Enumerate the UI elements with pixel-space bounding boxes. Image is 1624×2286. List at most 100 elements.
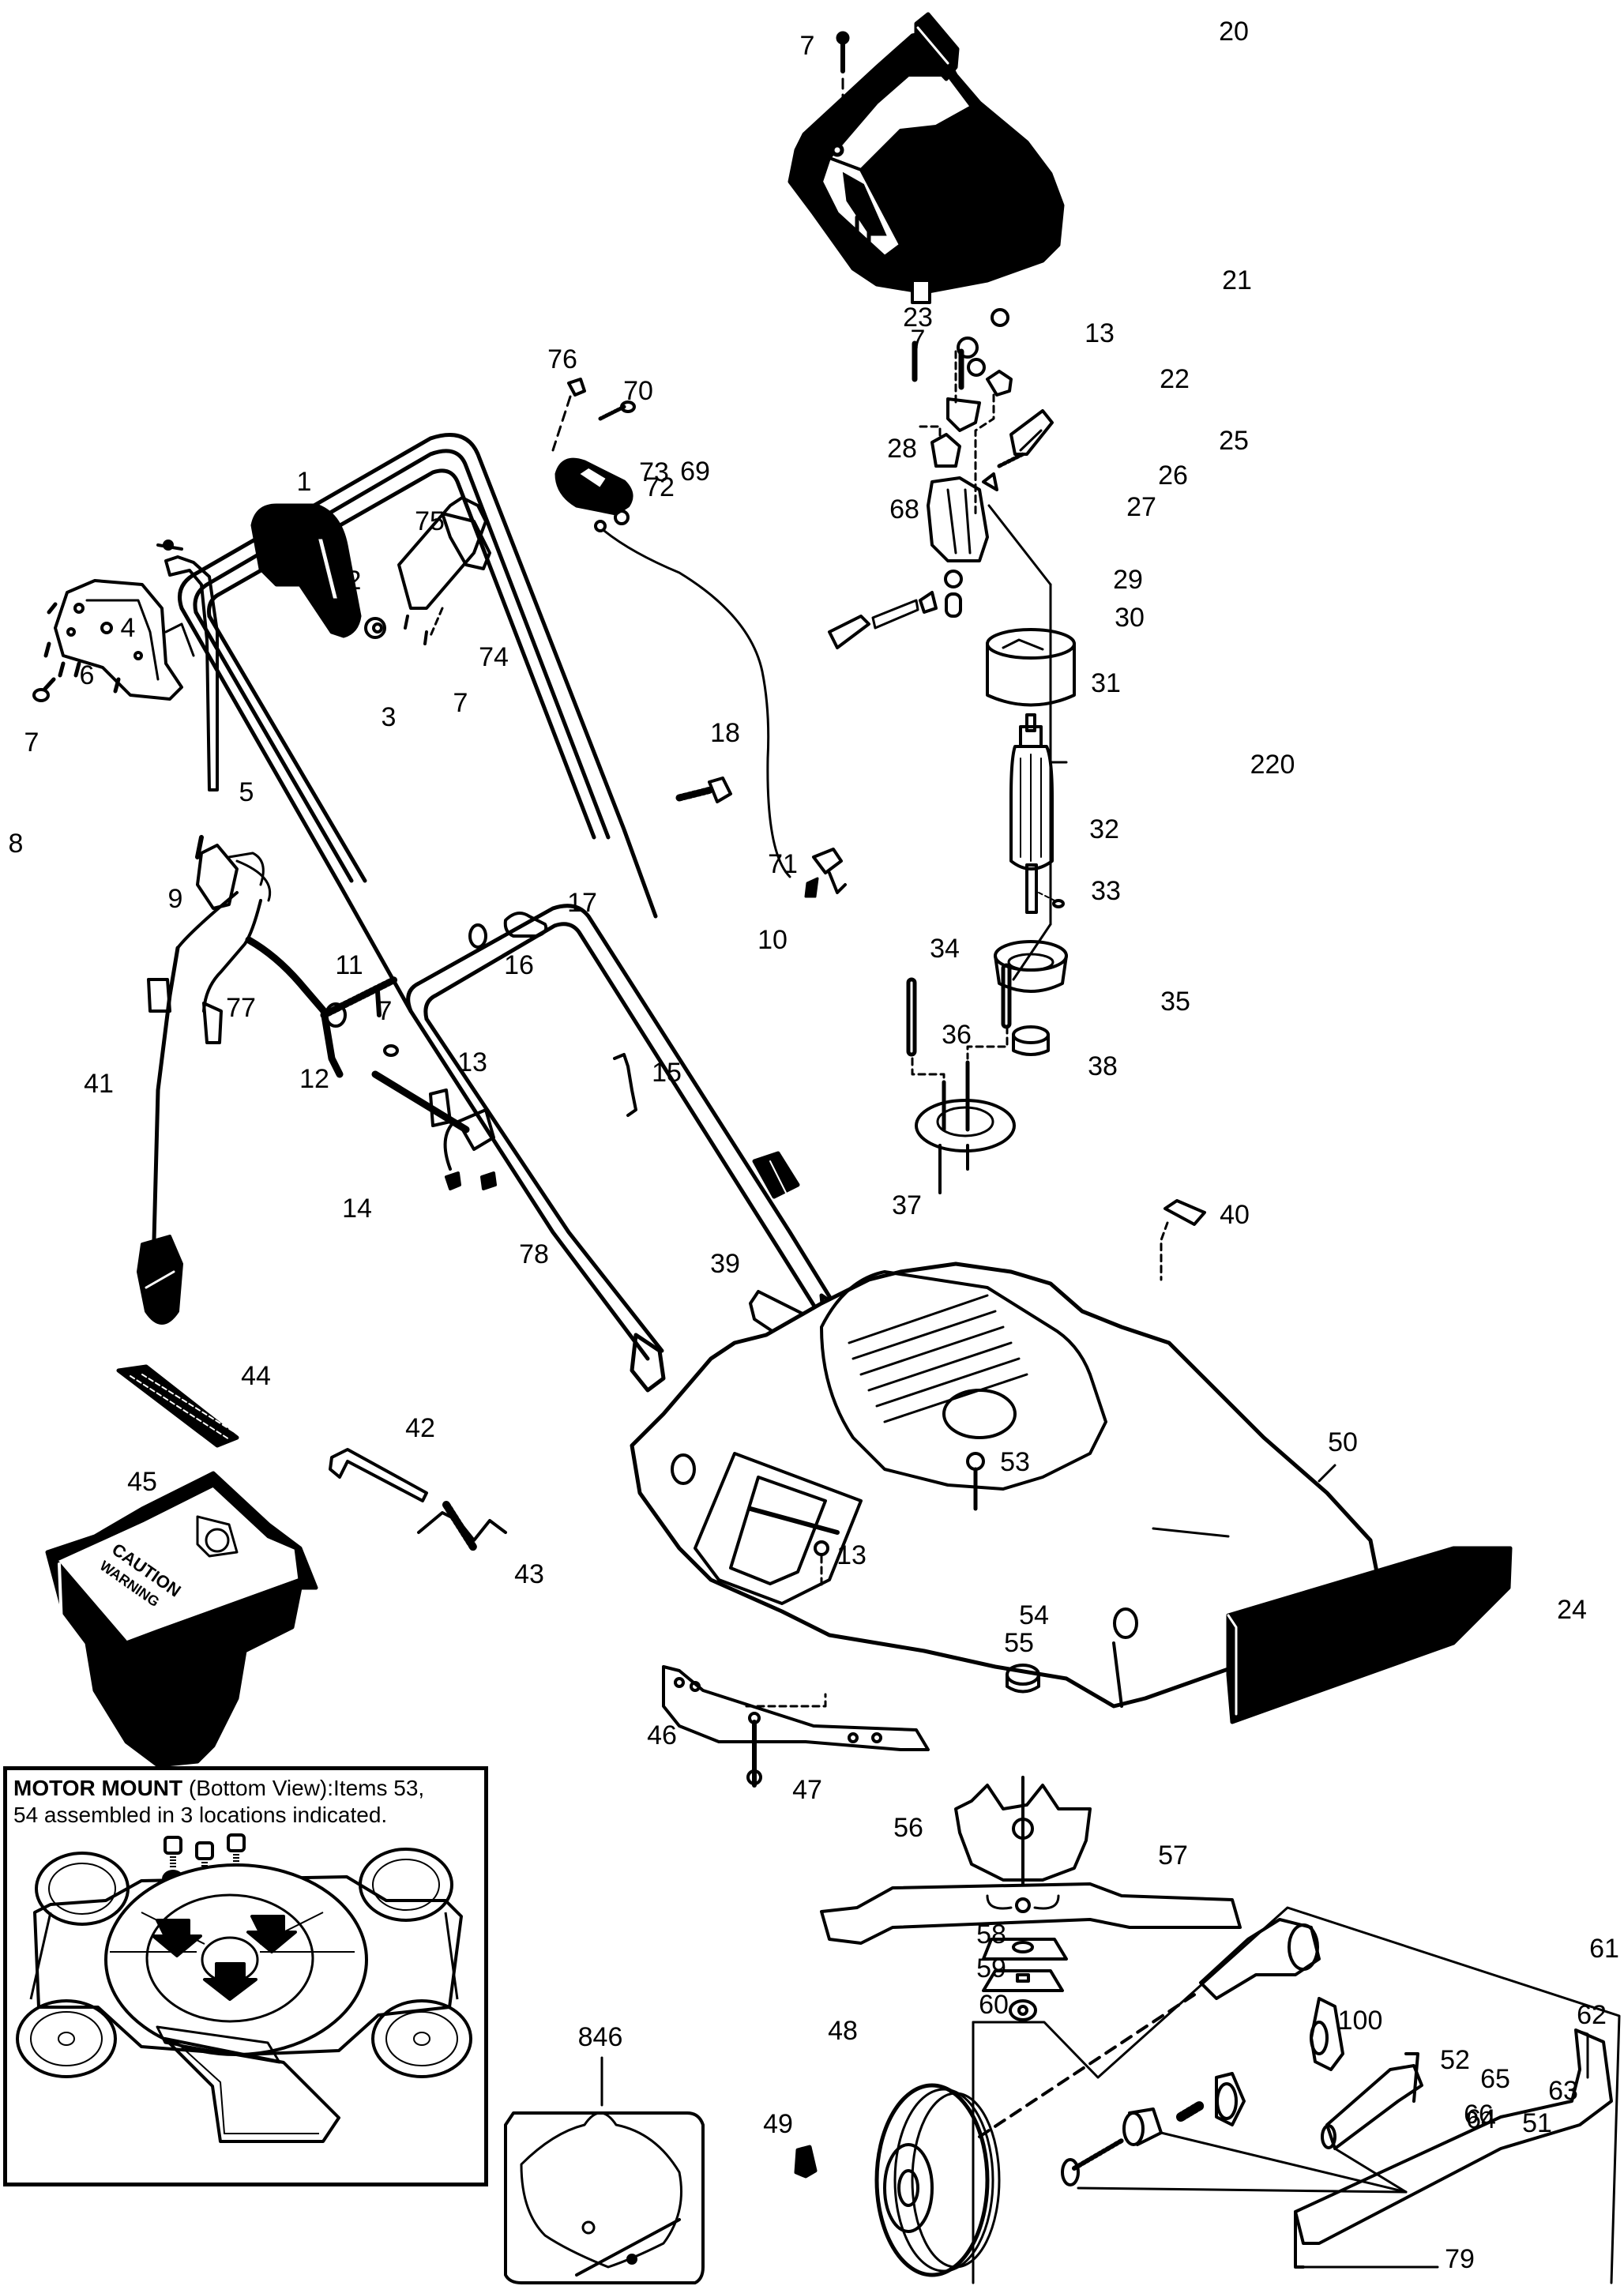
callout-4: 4: [120, 613, 136, 643]
axle-part: [1061, 1918, 1613, 2269]
grass-chute-flap-part: [45, 1471, 318, 1768]
callout-65: 65: [1480, 2064, 1510, 2094]
callout-66: 66: [1464, 2100, 1494, 2130]
lever-part: [397, 496, 491, 645]
callout-73: 73: [639, 457, 669, 487]
callout-7: 7: [24, 728, 39, 758]
callout-1: 1: [296, 467, 312, 497]
callout-100: 100: [1337, 2006, 1383, 2036]
callout-846: 846: [577, 2022, 623, 2052]
hardware-bag-part: [504, 2056, 705, 2284]
callout-7: 7: [453, 688, 468, 718]
callout-58: 58: [976, 1919, 1006, 1949]
callout-17: 17: [567, 888, 597, 918]
rear-flap-part: [1226, 1546, 1513, 1724]
callout-9: 9: [167, 884, 183, 914]
callout-67: 67: [111, 1675, 141, 1705]
callout-48: 48: [828, 2016, 858, 2046]
callout-7: 7: [910, 325, 926, 355]
callout-76: 76: [547, 344, 577, 374]
callout-50: 50: [1328, 1427, 1358, 1457]
switch-housing-part: [32, 579, 195, 702]
callout-69: 69: [680, 457, 710, 487]
callout-220: 220: [1250, 750, 1295, 780]
motor-housing-part: [986, 628, 1076, 707]
callout-25: 25: [1219, 426, 1249, 456]
callout-7: 7: [377, 996, 393, 1026]
callout-51: 51: [1522, 2108, 1552, 2138]
callout-41: 41: [84, 1069, 114, 1099]
callout-59: 59: [976, 1953, 1006, 1983]
callout-21: 21: [1222, 265, 1252, 295]
callout-20: 20: [1219, 17, 1249, 47]
upper-handle-part: [178, 433, 658, 1013]
callout-13: 13: [836, 1540, 867, 1570]
switch-part: [195, 835, 271, 910]
callout-53: 53: [1000, 1447, 1030, 1477]
rod-part: [329, 1448, 428, 1502]
callout-29: 29: [1113, 565, 1143, 595]
switch-button-part: [914, 12, 960, 81]
armature-part: [1009, 713, 1065, 914]
callout-22: 22: [1160, 364, 1190, 394]
callout-15: 15: [652, 1058, 682, 1088]
callout-13: 13: [1085, 318, 1115, 348]
callout-40: 40: [1220, 1200, 1250, 1230]
tube-part: [156, 540, 219, 791]
brush-part: [828, 570, 963, 649]
lower-handle-part: [406, 904, 855, 1393]
callout-27: 27: [1126, 492, 1156, 522]
spring-part: [417, 1501, 507, 1552]
switch-box-part: [551, 378, 636, 525]
callout-70: 70: [623, 376, 653, 406]
callout-31: 31: [1091, 668, 1121, 698]
callout-6: 6: [79, 660, 95, 690]
callout-42: 42: [405, 1413, 435, 1443]
baffle-part: [662, 1665, 930, 1788]
bolt-part: [675, 776, 732, 803]
cable-part: [594, 520, 847, 898]
callout-38: 38: [1088, 1051, 1118, 1081]
bracket-part: [613, 1053, 637, 1117]
callout-47: 47: [792, 1775, 822, 1805]
callout-14: 14: [342, 1194, 372, 1224]
callout-75: 75: [415, 506, 445, 536]
callout-23: 23: [903, 303, 933, 333]
blade-assembly-part: [820, 1664, 1242, 2021]
callout-45: 45: [127, 1467, 157, 1497]
callout-71: 71: [768, 849, 798, 879]
callout-78: 78: [519, 1239, 549, 1269]
callout-12: 12: [299, 1064, 329, 1094]
inset-title-bold: MOTOR MOUNT: [13, 1776, 183, 1800]
screw-part: [836, 31, 850, 140]
switch-assembly-part: [912, 308, 1068, 981]
callout-39: 39: [710, 1249, 740, 1279]
callout-44: 44: [241, 1361, 271, 1391]
callout-56: 56: [893, 1813, 923, 1843]
wing-nut-part: [468, 912, 548, 949]
callout-79: 79: [1445, 2244, 1475, 2274]
nut-part: [364, 617, 386, 639]
handle-knob-part: [250, 503, 362, 638]
callout-26: 26: [1158, 461, 1188, 491]
callout-77: 77: [226, 993, 256, 1023]
vent-part: [116, 1364, 239, 1448]
inset-title-line2: 54 assembled in 3 locations indicated.: [13, 1803, 388, 1827]
callout-72: 72: [645, 472, 675, 502]
callout-13: 13: [457, 1047, 487, 1077]
end-bell-part: [906, 940, 1206, 1281]
callout-8: 8: [8, 829, 24, 859]
callout-63: 63: [1548, 2076, 1578, 2106]
motor-mount-drawing: [16, 1833, 472, 2143]
callout-11: 11: [335, 950, 363, 980]
callout-57: 57: [1158, 1840, 1188, 1871]
callout-37: 37: [892, 1190, 922, 1220]
callout-46: 46: [647, 1720, 677, 1750]
wheel-part: [794, 1989, 1202, 2277]
callout-28: 28: [887, 434, 917, 464]
callout-68: 68: [889, 494, 919, 525]
callout-7: 7: [799, 31, 815, 61]
callout-3: 3: [381, 702, 397, 732]
callout-61: 61: [1589, 1934, 1619, 1964]
callout-55: 55: [1004, 1628, 1034, 1658]
